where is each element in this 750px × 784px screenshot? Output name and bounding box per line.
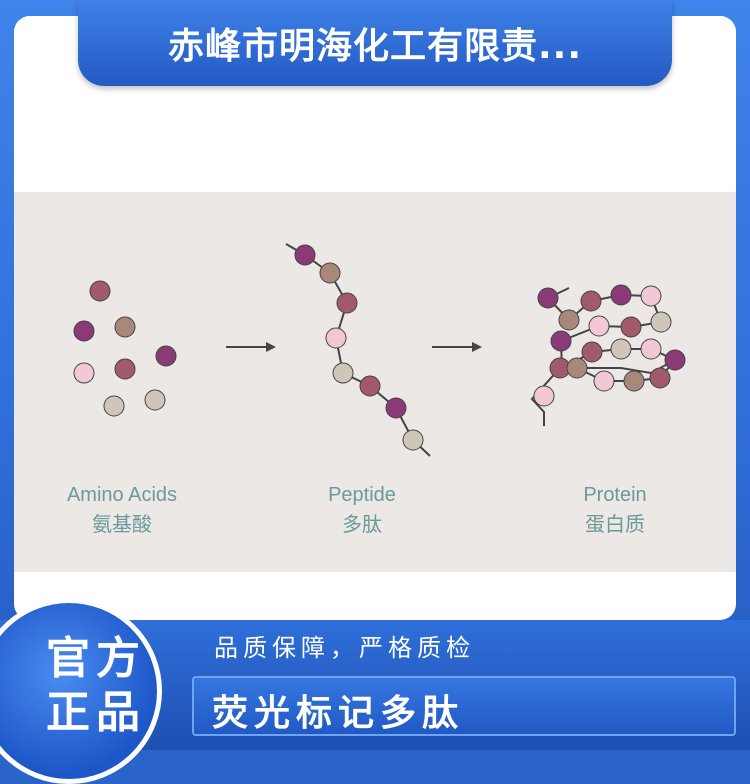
protein-bead xyxy=(640,338,662,360)
amino-acid-bead xyxy=(114,316,136,338)
protein-bead xyxy=(566,357,588,379)
arrow-icon xyxy=(226,342,276,352)
amino-acid-bead xyxy=(103,395,125,417)
protein-bead xyxy=(650,311,672,333)
amino-acid-bead xyxy=(114,358,136,380)
protein-structure xyxy=(530,284,686,426)
protein-bead xyxy=(610,338,632,360)
amino-acids-group xyxy=(73,280,177,417)
peptide-bead xyxy=(294,244,316,266)
amino-acid-bead xyxy=(73,362,95,384)
label-protein-zh: 蛋白质 xyxy=(585,512,645,536)
protein-bead xyxy=(537,287,559,309)
peptide-bead xyxy=(385,397,407,419)
peptide-bead xyxy=(332,362,354,384)
amino-acid-bead xyxy=(89,280,111,302)
product-name: 荧光标记多肽 xyxy=(212,693,465,734)
amino-acid-bead xyxy=(73,320,95,342)
product-image-card xyxy=(14,16,736,620)
product-name-bar xyxy=(192,676,736,736)
protein-bead xyxy=(550,330,572,352)
badge-text-official: 官方 xyxy=(46,633,146,684)
amino-acid-bead xyxy=(155,345,177,367)
arrow-icon xyxy=(432,342,482,352)
peptide-bead xyxy=(336,292,358,314)
protein-bead xyxy=(558,309,580,331)
badge-text-genuine: 正品 xyxy=(46,687,146,738)
protein-bead xyxy=(588,315,610,337)
protein-bead xyxy=(610,284,632,306)
peptide-chain xyxy=(285,243,431,457)
label-peptide-en: Peptide xyxy=(328,484,396,506)
protein-bead xyxy=(580,290,602,312)
protein-bead xyxy=(623,370,645,392)
store-title-tab: 赤峰市明海化工有限责... xyxy=(78,0,672,86)
protein-bead xyxy=(533,385,555,407)
label-amino-acids-en: Amino Acids xyxy=(67,484,177,506)
protein-bead xyxy=(581,341,603,363)
protein-bead xyxy=(593,370,615,392)
peptide-bead xyxy=(359,375,381,397)
protein-bead xyxy=(649,367,671,389)
peptide-bead xyxy=(402,429,424,451)
amino-to-protein-diagram: Amino Acids 氨基酸 Peptide 多肽 Protein 蛋白质 xyxy=(67,243,686,536)
protein-bead xyxy=(620,316,642,338)
store-title: 赤峰市明海化工有限责... xyxy=(167,26,583,67)
label-protein-en: Protein xyxy=(583,484,646,506)
quality-tagline: 品质保障，严格质检 xyxy=(214,634,475,662)
peptide-bead xyxy=(325,327,347,349)
protein-bead xyxy=(664,349,686,371)
amino-acid-bead xyxy=(144,389,166,411)
label-amino-acids-zh: 氨基酸 xyxy=(92,512,152,536)
protein-bead xyxy=(640,285,662,307)
label-peptide-zh: 多肽 xyxy=(342,512,382,536)
peptide-bead xyxy=(319,262,341,284)
